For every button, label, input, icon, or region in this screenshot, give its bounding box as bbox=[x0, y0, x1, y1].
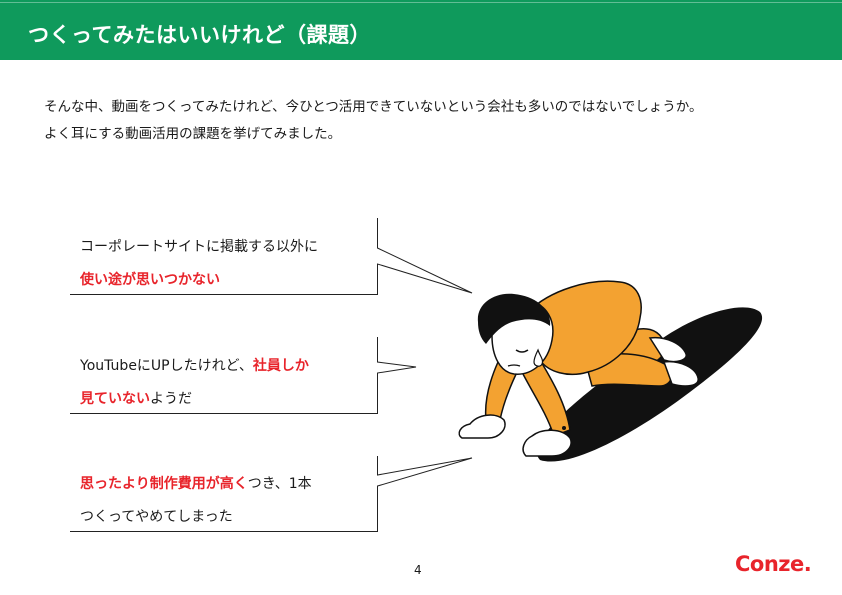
callout-2-line-1-highlight: 社員しか bbox=[252, 358, 309, 374]
callout-3-line-2: つくってやめてしまった bbox=[80, 509, 233, 525]
defeated-person-icon bbox=[458, 280, 763, 462]
page-number: 4 bbox=[414, 563, 422, 577]
callout-2-line-2-plain: ようだ bbox=[150, 391, 192, 407]
callout-1-line-2: 使い途が思いつかない bbox=[80, 272, 220, 288]
page-title: つくってみたはいいけれど（課題） bbox=[28, 23, 371, 47]
callout-2-line-1-plain: YouTubeにUPしたけれど、 bbox=[80, 358, 253, 374]
callout-1-line-1: コーポレートサイトに掲載する以外に bbox=[80, 239, 318, 255]
conze-logo: Conze. bbox=[735, 552, 812, 576]
header-bar: つくってみたはいいけれど（課題） bbox=[0, 0, 842, 60]
callout-3: 思ったより制作費用が高くつき、1本 つくってやめてしまった bbox=[70, 456, 380, 532]
intro-line-1: そんな中、動画をつくってみたけれど、今ひとつ活用できていないという会社も多いので… bbox=[44, 99, 703, 115]
intro-line-2: よく耳にする動画活用の課題を挙げてみました。 bbox=[44, 126, 342, 142]
callout-3-line-1-highlight: 思ったより制作費用が高く bbox=[80, 476, 248, 492]
header-divider bbox=[0, 2, 842, 3]
intro-text: そんな中、動画をつくってみたけれど、今ひとつ活用できていないという会社も多いので… bbox=[44, 94, 824, 148]
callout-2-line-2-highlight: 見ていない bbox=[80, 391, 150, 407]
callout-2: YouTubeにUPしたけれど、社員しか 見ていないようだ bbox=[70, 338, 380, 414]
callout-3-line-1-plain: つき、1本 bbox=[247, 476, 312, 492]
callout-1: コーポレートサイトに掲載する以外に 使い途が思いつかない bbox=[70, 219, 380, 295]
